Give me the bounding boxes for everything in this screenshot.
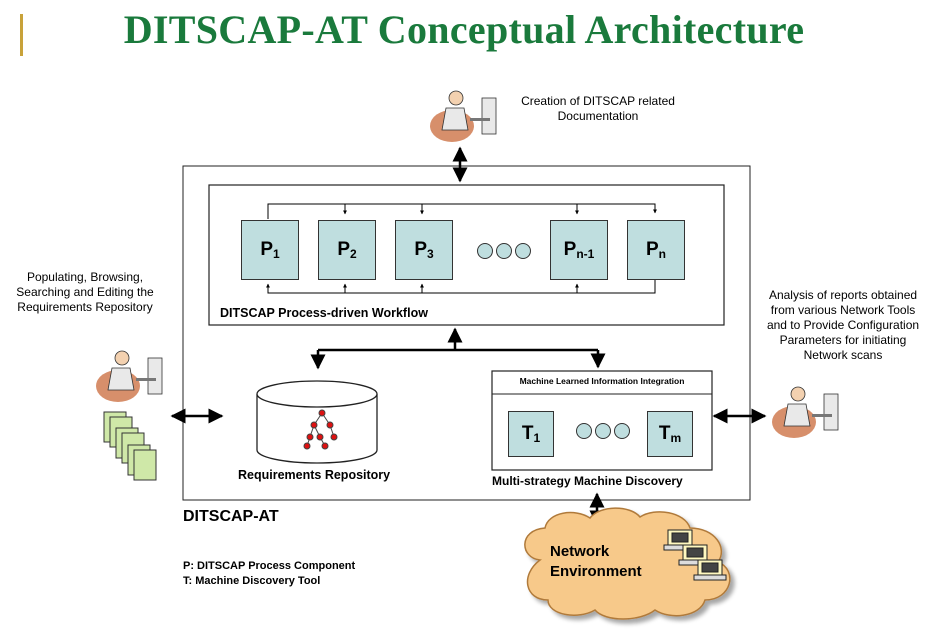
legend: P: DITSCAP Process Component T: Machine … <box>183 559 355 589</box>
page-title: DITSCAP-AT Conceptual Architecture <box>123 7 805 52</box>
ellipsis-dot <box>496 243 512 259</box>
document-stack-icon <box>103 411 157 481</box>
caption-top-person: Creation of DITSCAP related Documentatio… <box>521 94 675 123</box>
caption-right-person: Analysis of reports obtained from variou… <box>766 288 920 362</box>
network-label: Network Environment <box>550 543 642 580</box>
tree-icon <box>303 409 338 450</box>
caption-left-person: Populating, Browsing, Searching and Edit… <box>16 270 154 314</box>
repository-cylinder <box>256 380 378 464</box>
workflow-label: DITSCAP Process-driven Workflow <box>220 306 428 320</box>
repository-label: Requirements Repository <box>238 468 391 482</box>
person-icon-right <box>772 386 839 438</box>
title-accent-bar <box>20 14 23 56</box>
ellipsis-dot <box>595 423 611 439</box>
machine-discovery-label: Multi-strategy Machine Discovery <box>492 474 683 488</box>
ellipsis-dot <box>477 243 493 259</box>
ellipsis-dot <box>614 423 630 439</box>
ellipsis-dot <box>515 243 531 259</box>
machine-learned-header: Machine Learned Information Integration <box>519 376 685 386</box>
ellipsis-dot <box>576 423 592 439</box>
legend-t: T: Machine Discovery Tool <box>183 575 321 587</box>
person-icon-left <box>96 350 163 402</box>
person-icon-top <box>430 90 497 142</box>
legend-p: P: DITSCAP Process Component <box>183 560 356 572</box>
system-label: DITSCAP-AT <box>183 508 279 525</box>
computer-icons <box>663 529 727 581</box>
